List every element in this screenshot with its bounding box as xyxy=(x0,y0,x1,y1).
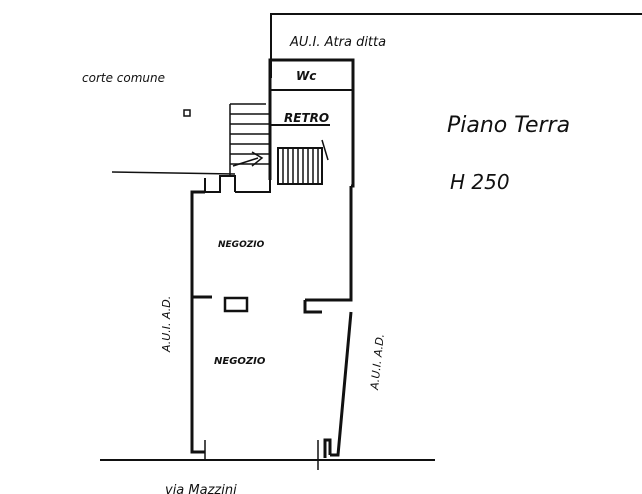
negozio-lower-label: NEGOZIO xyxy=(214,356,266,367)
neighbor-top-label: AU.I. Atra ditta xyxy=(289,35,386,50)
neighbor-boundary-top xyxy=(270,13,642,78)
neighbor-left-label: A.U.I. A.D. xyxy=(160,296,173,353)
pillar xyxy=(223,296,249,313)
negozio-upper-label: NEGOZIO xyxy=(218,240,265,250)
marker-square xyxy=(183,109,191,117)
exterior-stairs xyxy=(229,103,270,176)
floor-title: Piano Terra xyxy=(447,113,570,138)
street-label: via Mazzini xyxy=(165,483,237,494)
retro-label: RETRO xyxy=(284,111,329,125)
corte-label: corte comune xyxy=(82,71,165,85)
corte-boundary-line xyxy=(111,171,236,175)
wc-label: Wc xyxy=(296,69,316,83)
building-walls xyxy=(190,58,355,470)
neighbor-right-label: A.U.I. A.D. xyxy=(368,333,387,391)
height-label: H 250 xyxy=(450,170,510,194)
